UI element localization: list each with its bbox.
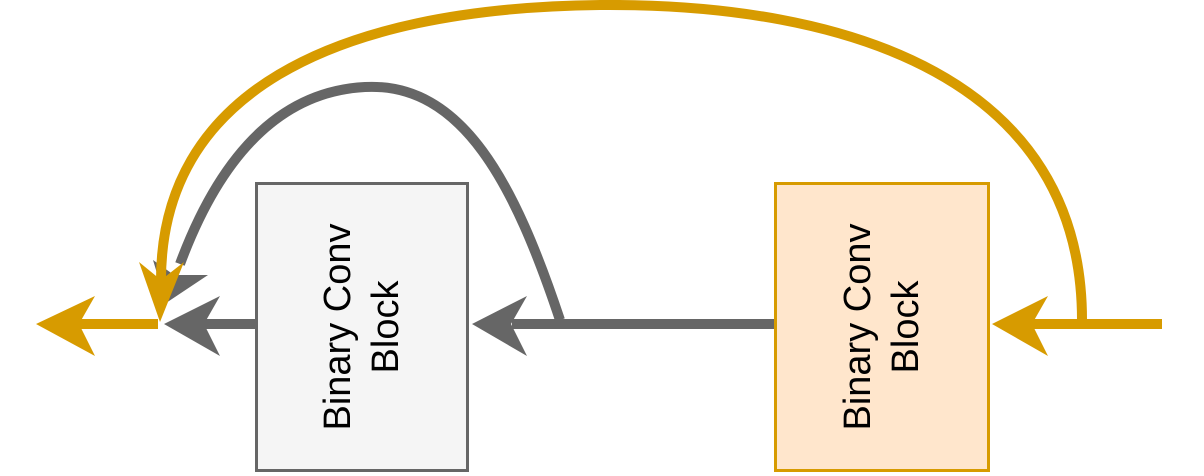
gold-skip-connection-curve <box>155 0 1087 321</box>
block-label-line1: Binary Conv <box>317 223 359 431</box>
gray-output-arrowhead <box>164 296 220 356</box>
gold-arrowhead-into-right-block <box>992 296 1048 356</box>
binary-conv-block-right: Binary Conv Block <box>774 182 990 472</box>
block-label-line2: Block <box>885 280 927 374</box>
gray-skip-connection-curve <box>175 81 565 322</box>
gray-arrowhead-into-left-block <box>472 296 527 356</box>
block-label: Binary Conv Block <box>834 182 930 472</box>
gold-output-arrowhead <box>36 296 95 356</box>
block-label: Binary Conv Block <box>314 182 410 472</box>
block-label-line1: Binary Conv <box>837 223 879 431</box>
binary-conv-block-left: Binary Conv Block <box>255 182 469 472</box>
gold-skip-arrowhead <box>139 262 184 322</box>
block-label-line2: Block <box>365 280 407 374</box>
